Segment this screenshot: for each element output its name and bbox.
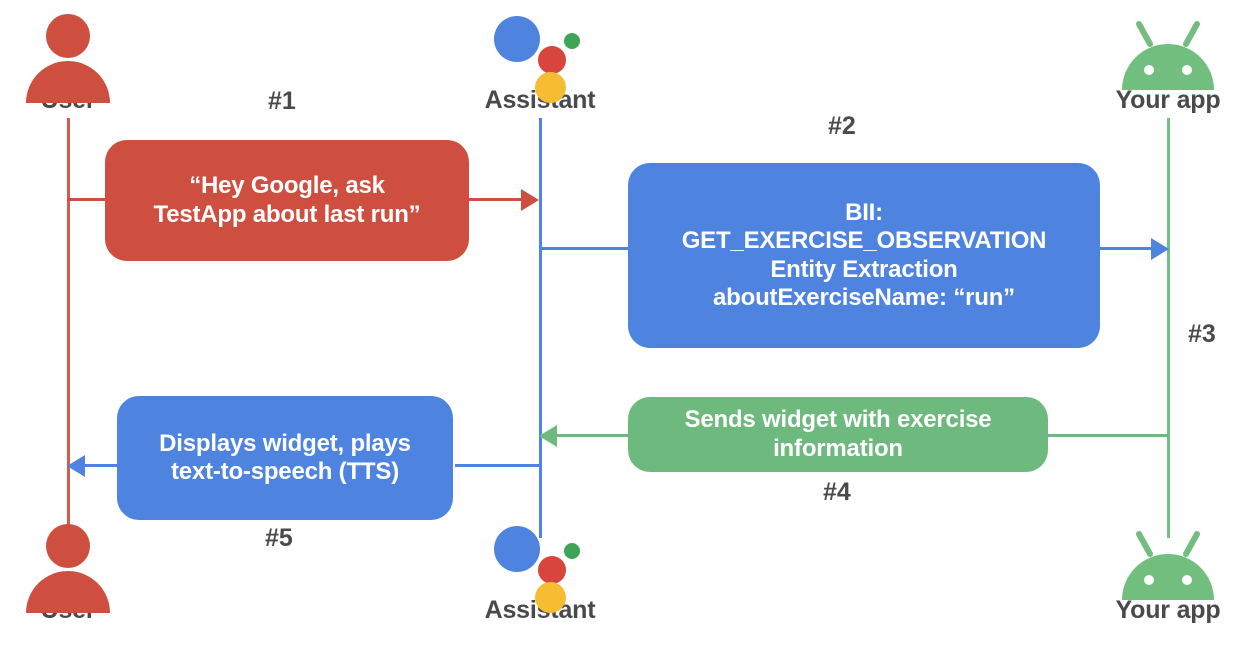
android-robot-icon	[1088, 10, 1244, 90]
connector-step3	[1098, 247, 1154, 250]
actor-your-app-top: Your app	[1088, 10, 1244, 113]
message-box-step4: Sends widget with exercise information	[628, 397, 1048, 472]
message-box-step1: “Hey Google, ask TestApp about last run”	[105, 140, 469, 261]
person-head-shape	[46, 524, 90, 568]
message-line: Entity Extraction	[770, 255, 958, 283]
actor-label-your-app-top: Your app	[1115, 86, 1221, 114]
message-line: GET_EXERCISE_OBSERVATION	[681, 227, 1047, 255]
person-icon	[0, 10, 148, 103]
message-line: information	[773, 434, 903, 462]
message-line: “Hey Google, ask	[189, 172, 385, 200]
message-line: BII:	[845, 198, 883, 226]
arrowhead-step1	[521, 189, 539, 211]
google-assistant-icon	[460, 520, 620, 613]
actor-user-top: User	[0, 10, 148, 113]
message-box-step2: BII: GET_EXERCISE_OBSERVATION Entity Ext…	[628, 163, 1100, 348]
assistant-green-dot-icon	[564, 33, 580, 49]
connector-step2	[539, 247, 631, 250]
arrowhead-step3	[1151, 238, 1169, 260]
arrowhead-step5	[67, 455, 85, 477]
arrowhead-step4	[539, 425, 557, 447]
android-robot-svg	[1122, 21, 1214, 90]
person-head-shape	[46, 14, 90, 58]
actor-label-your-app-bottom: Your app	[1115, 596, 1221, 624]
message-box-step5: Displays widget, plays text-to-speech (T…	[117, 396, 453, 520]
connector-step5-left	[85, 464, 121, 467]
actor-your-app-bottom: Your app	[1088, 520, 1244, 623]
connector-step4-right	[1046, 434, 1168, 437]
android-robot-icon	[1088, 520, 1244, 600]
assistant-red-dot-icon	[538, 46, 566, 74]
step-number-3: #3	[1188, 320, 1216, 348]
step-number-1: #1	[268, 87, 296, 115]
step-number-2: #2	[828, 112, 856, 140]
step-number-4: #4	[823, 478, 851, 506]
connector-step5-right	[455, 464, 541, 467]
message-line: aboutExerciseName: “run”	[713, 283, 1015, 311]
lifeline-assistant	[539, 118, 542, 538]
google-assistant-icon	[460, 10, 620, 103]
step-number-5: #5	[265, 524, 293, 552]
message-line: TestApp about last run”	[153, 200, 421, 228]
assistant-blue-dot-icon	[494, 16, 540, 62]
actor-assistant-top: Assistant	[460, 10, 620, 113]
assistant-yellow-dot-icon	[535, 582, 566, 613]
person-icon	[0, 520, 148, 613]
android-robot-svg	[1122, 531, 1214, 600]
connector-step4-left	[556, 434, 632, 437]
actor-assistant-bottom: Assistant	[460, 520, 620, 623]
connector-step1-right	[466, 198, 526, 201]
lifeline-user	[67, 118, 70, 538]
assistant-blue-dot-icon	[494, 526, 540, 572]
message-line: Sends widget with exercise	[684, 406, 992, 434]
person-body-shape	[26, 571, 110, 613]
assistant-red-dot-icon	[538, 556, 566, 584]
person-body-shape	[26, 61, 110, 103]
assistant-yellow-dot-icon	[535, 72, 566, 103]
message-line: Displays widget, plays	[159, 429, 411, 457]
message-line: text-to-speech (TTS)	[170, 458, 399, 485]
assistant-green-dot-icon	[564, 543, 580, 559]
actor-user-bottom: User	[0, 520, 148, 623]
lifeline-your-app	[1167, 118, 1170, 538]
